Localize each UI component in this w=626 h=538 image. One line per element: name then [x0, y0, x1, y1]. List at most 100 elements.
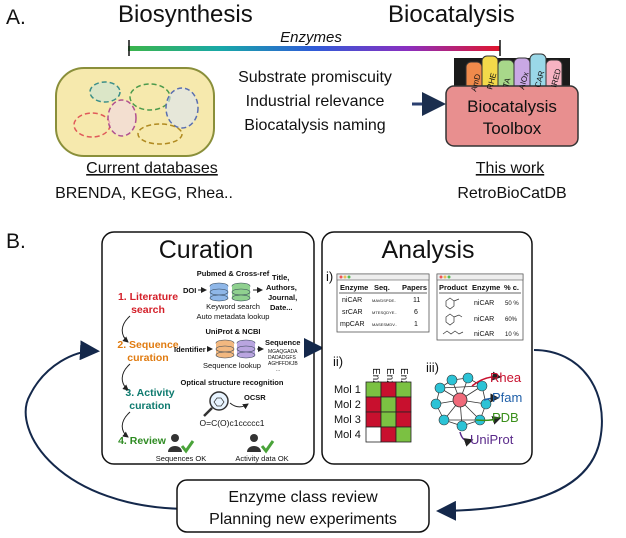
- sequence-text-1: MGAQGADA: [268, 349, 298, 355]
- toolbox-tag-2: RHE: [485, 72, 498, 91]
- sequence-sub: Sequence lookup: [203, 361, 261, 370]
- table1-header-1: Enzyme: [340, 283, 368, 292]
- pubmed-sub-2: Auto metadata lookup: [197, 312, 270, 321]
- table2-r2-c3: 60%: [505, 317, 518, 323]
- criterion-3: Biocatalysis naming: [244, 117, 385, 134]
- pubmed-out-3: Journal,: [268, 293, 297, 302]
- sequence-text-4: ...: [276, 367, 280, 373]
- sequence-text-2: DADADGFS: [268, 355, 296, 361]
- database-icon-1: [209, 282, 229, 302]
- matrix-cell: [395, 411, 412, 428]
- table1-header-3: Papers: [402, 283, 427, 292]
- uniprot-title: UniProt & NCBI: [206, 327, 261, 336]
- matrix-col-3: Enz 3: [398, 368, 409, 394]
- step-1-line2: search: [131, 304, 165, 316]
- review-line-2: Planning new experiments: [209, 511, 397, 528]
- table1-r2-c3: 6: [414, 309, 418, 316]
- table2-r3-c3: 10 %: [505, 332, 519, 338]
- review-line-1: Enzyme class review: [228, 489, 378, 506]
- check-icon-right: [260, 440, 275, 454]
- matrix-cell: [380, 426, 397, 443]
- table2-header-2: Enzyme: [472, 283, 500, 292]
- pubmed-title: Pubmed & Cross-ref: [197, 269, 270, 278]
- doi-label: DOI: [183, 286, 196, 295]
- matrix-cell: [395, 381, 412, 398]
- matrix-cell: [380, 381, 397, 398]
- criterion-2: Industrial relevance: [246, 93, 385, 110]
- toolbox-title-line2: Toolbox: [483, 119, 542, 138]
- table1-r3-c3: 1: [414, 321, 418, 328]
- matrix-cell: [365, 411, 382, 428]
- this-work-title: This work: [476, 160, 545, 177]
- database-icon-3: [215, 339, 235, 359]
- enzyme-gradient-bar: [128, 46, 500, 51]
- ocsr-title: Optical structure recognition: [181, 378, 284, 387]
- enzyme-table: [336, 273, 430, 333]
- product-molecule-2: [445, 313, 463, 326]
- table2-r1-c3: 50 %: [505, 301, 519, 307]
- table2-r1-c2: niCAR: [474, 300, 494, 307]
- toolbox-title-line1: Biocatalysis: [467, 97, 557, 116]
- matrix-cell: [395, 396, 412, 413]
- panel-a-label: A.: [6, 6, 26, 29]
- step-arrow-3: [121, 411, 131, 438]
- step-arrow-2: [121, 363, 131, 391]
- network-label-pfam: Pfam: [492, 390, 522, 405]
- matrix-cell: [365, 381, 382, 398]
- analysis-sub-iii: iii): [426, 360, 439, 375]
- activity-matrix: [365, 381, 412, 443]
- criterion-1: Substrate promiscuity: [238, 69, 392, 86]
- ok-left-label: Sequences OK: [156, 454, 206, 463]
- panel-b-label: B.: [6, 230, 26, 253]
- matrix-cell: [365, 426, 382, 443]
- biosynthesis-label: Biosynthesis: [118, 1, 253, 28]
- table1-r3-c2: MASESMDV..: [372, 322, 397, 327]
- this-work-name: RetroBioCatDB: [457, 185, 566, 202]
- pubmed-out-4: Date...: [270, 303, 293, 312]
- review-box: [176, 479, 430, 533]
- network-label-pdb: PDB: [492, 410, 519, 425]
- table1-r1-c3: 11: [413, 297, 420, 304]
- analysis-title: Analysis: [381, 236, 474, 264]
- pubmed-sub-1: Keyword search: [206, 302, 260, 311]
- biocatalysis-label: Biocatalysis: [388, 1, 515, 28]
- table2-r3-c2: niCAR: [474, 331, 494, 338]
- toolbox-tag-4: AIOx: [517, 71, 530, 91]
- table2-header-3: % c.: [504, 283, 519, 292]
- ocsr-label: OCSR: [244, 393, 266, 402]
- matrix-row-1: Mol 1: [334, 384, 361, 396]
- pubmed-out-1: Title,: [272, 273, 289, 282]
- sequence-label: Sequence: [265, 338, 300, 347]
- toolbox-tag-3: TA: [501, 76, 512, 88]
- analysis-sub-i: i): [326, 269, 333, 284]
- product-molecule-1: [445, 297, 460, 310]
- step-3-line2: curation: [129, 400, 170, 412]
- step-3-line1: 3. Activity: [125, 387, 174, 399]
- product-table: [436, 273, 524, 341]
- table1-r3-c1: mpCAR: [340, 321, 365, 328]
- network-graph: [430, 371, 502, 447]
- pubmed-out-2: Authors,: [266, 283, 297, 292]
- product-molecule-3: [442, 330, 464, 335]
- current-db-list: BRENDA, KEGG, Rhea..: [55, 185, 233, 202]
- step-4: 4. Review: [118, 435, 167, 447]
- matrix-cell: [380, 396, 397, 413]
- magnifier-icon: [203, 391, 229, 417]
- table2-header-1: Product: [439, 283, 468, 292]
- step-2-line2: curation: [127, 352, 168, 364]
- table1-r2-c2: MTESQDYE..: [372, 310, 397, 315]
- curation-title: Curation: [159, 236, 254, 264]
- enzymes-label: Enzymes: [280, 29, 342, 46]
- table2-r2-c2: niCAR: [474, 316, 494, 323]
- step-1-line1: 1. Literature: [118, 291, 178, 303]
- matrix-col-1: Enz 1: [370, 368, 381, 394]
- table1-r1-c2: MAVDSPDE..: [372, 298, 396, 303]
- check-icon-left: [180, 440, 195, 454]
- smiles-text: O=C(O)c1ccccc1: [200, 418, 265, 428]
- identifier-label: Identifier: [174, 345, 206, 354]
- network-label-rhea: Rhea: [490, 370, 522, 385]
- analysis-sub-ii: ii): [333, 354, 343, 369]
- matrix-cell: [380, 411, 397, 428]
- step-arrow-1: [121, 315, 131, 343]
- person-icon-left: [168, 434, 182, 452]
